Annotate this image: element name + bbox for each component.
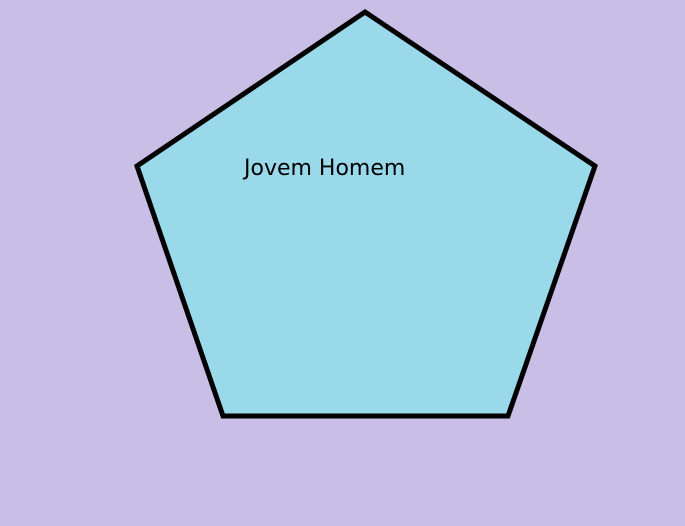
pentagon-label: Jovem Homem <box>244 156 406 181</box>
pentagon-shape <box>134 8 598 419</box>
